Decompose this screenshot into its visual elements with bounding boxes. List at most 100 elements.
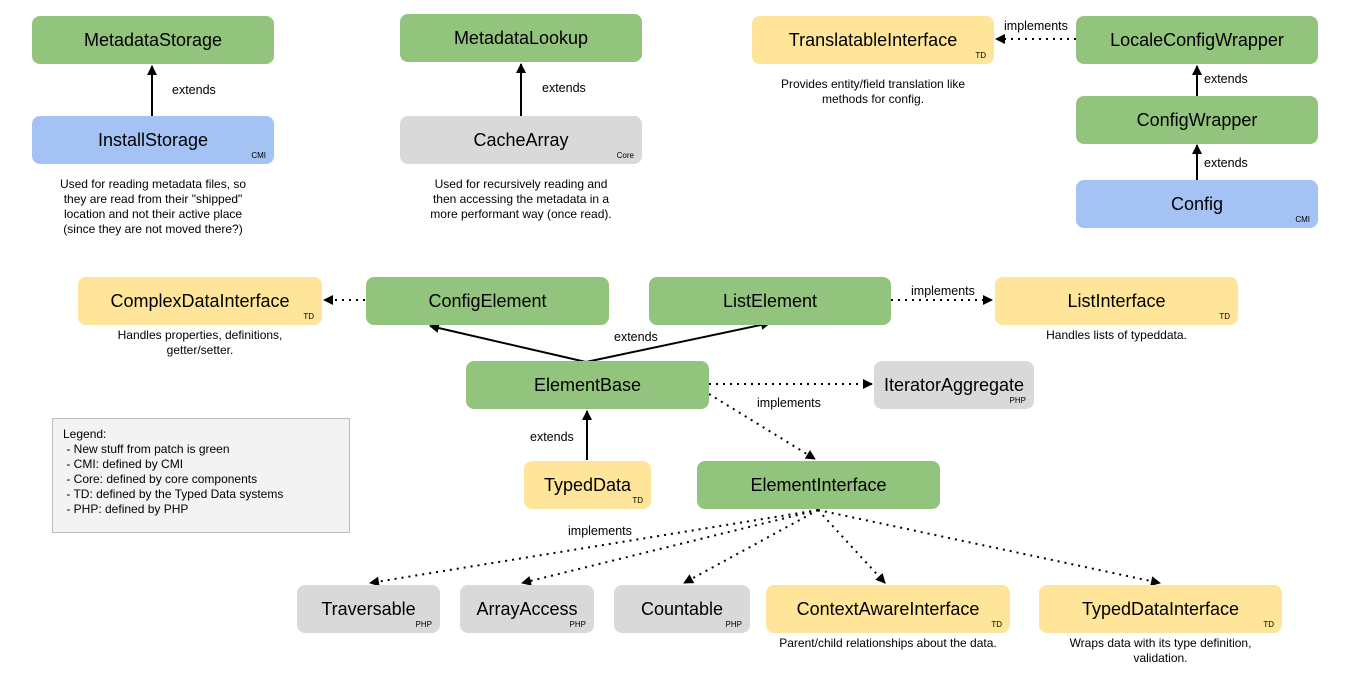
node-tag: PHP	[569, 620, 586, 629]
node-label: Traversable	[321, 598, 416, 619]
node-label: ElementBase	[533, 374, 642, 395]
node-tag: PHP	[415, 620, 432, 629]
node-label: ContextAwareInterface	[796, 598, 980, 619]
node-locale-config-wrapper: LocaleConfigWrapper	[1076, 16, 1318, 64]
node-typed-data-interface: TypedDataInterface TD	[1039, 585, 1282, 633]
description-install-storage: Used for reading metadata files, so they…	[20, 177, 286, 237]
node-tag: CMI	[251, 151, 266, 160]
node-metadata-lookup: MetadataLookup	[400, 14, 642, 62]
edge-label-extends: extends	[1204, 156, 1248, 170]
description-list-interface: Handles lists of typeddata.	[995, 328, 1238, 343]
legend-item: - Core: defined by core components	[63, 472, 258, 486]
node-translatable-interface: TranslatableInterface TD	[752, 16, 994, 64]
description-translatable-interface: Provides entity/field translation like m…	[740, 77, 1006, 107]
node-complex-data-interface: ComplexDataInterface TD	[78, 277, 322, 325]
edge-label-implements: implements	[1004, 19, 1068, 33]
node-iterator-aggregate: IteratorAggregate PHP	[874, 361, 1034, 409]
edge-label-extends: extends	[1204, 72, 1248, 86]
edge-elementinterface-implements-arrayaccess	[521, 509, 819, 586]
legend-item: - CMI: defined by CMI	[63, 457, 184, 471]
edge-elementbase-extends-configelement	[429, 323, 587, 363]
node-label: ComplexDataInterface	[110, 290, 290, 311]
node-metadata-storage: MetadataStorage	[32, 16, 274, 64]
node-label: Config	[1170, 193, 1224, 214]
edge-label-implements: implements	[568, 524, 632, 538]
description-line: they are read from their "shipped"	[63, 192, 243, 206]
description-line: getter/setter.	[166, 343, 234, 357]
node-label: ElementInterface	[750, 474, 887, 495]
node-label: ListInterface	[1067, 290, 1166, 311]
legend-item: - PHP: defined by PHP	[63, 502, 189, 516]
node-label: ListElement	[722, 290, 818, 311]
node-list-element: ListElement	[649, 277, 891, 325]
description-line: Provides entity/field translation like	[780, 77, 966, 91]
legend-box: Legend: - New stuff from patch is green …	[52, 418, 350, 533]
node-tag: TD	[632, 496, 643, 505]
description-line: Used for reading metadata files, so	[59, 177, 247, 191]
node-traversable: Traversable PHP	[297, 585, 440, 633]
description-line: (since they are not moved there?)	[63, 222, 243, 236]
node-label: ConfigWrapper	[1136, 109, 1258, 130]
description-line: more performant way (once read).	[430, 207, 612, 221]
node-tag: PHP	[1009, 396, 1026, 405]
node-label: ArrayAccess	[476, 598, 578, 619]
node-label: TranslatableInterface	[788, 29, 958, 50]
description-line: then accessing the metadata in a	[432, 192, 610, 206]
description-line: Used for recursively reading and	[434, 177, 608, 191]
node-config-element: ConfigElement	[366, 277, 609, 325]
description-line: methods for config.	[821, 92, 925, 106]
description-line: Wraps data with its type definition,	[1069, 636, 1252, 650]
node-label: TypedData	[543, 474, 632, 495]
node-label: LocaleConfigWrapper	[1110, 29, 1284, 50]
description-line: validation.	[1133, 651, 1188, 665]
legend-title: Legend:	[63, 427, 107, 441]
description-context-aware-interface: Parent/child relationships about the dat…	[756, 636, 1020, 651]
node-config: Config CMI	[1076, 180, 1318, 228]
edge-label-implements: implements	[911, 284, 975, 298]
node-tag: PHP	[725, 620, 742, 629]
legend-item: - New stuff from patch is green	[63, 442, 230, 456]
node-array-access: ArrayAccess PHP	[460, 585, 594, 633]
edge-elementinterface-implements-typeddatainterface	[817, 509, 1161, 587]
edge-elementbase-extends-listelement	[585, 319, 771, 363]
node-tag: TD	[1219, 312, 1230, 321]
node-tag: CMI	[1295, 215, 1310, 224]
node-element-interface: ElementInterface	[697, 461, 940, 509]
description-line: Handles properties, definitions,	[117, 328, 283, 342]
node-label: InstallStorage	[97, 129, 209, 150]
edge-label-extends: extends	[172, 83, 216, 97]
description-line: Parent/child relationships about the dat…	[779, 636, 997, 650]
edge-elementinterface-implements-countable	[683, 509, 819, 584]
node-label: MetadataLookup	[453, 27, 589, 48]
legend-item: - TD: defined by the Typed Data systems	[63, 487, 284, 501]
node-tag: TD	[975, 51, 986, 60]
node-tag: TD	[991, 620, 1002, 629]
node-label: Countable	[640, 598, 724, 619]
node-label: ConfigElement	[428, 290, 547, 311]
node-label: IteratorAggregate	[883, 374, 1025, 395]
node-context-aware-interface: ContextAwareInterface TD	[766, 585, 1010, 633]
node-label: MetadataStorage	[83, 29, 223, 50]
description-line: location and not their active place	[63, 207, 243, 221]
edge-label-extends: extends	[614, 330, 658, 344]
description-cache-array: Used for recursively reading and then ac…	[400, 177, 642, 222]
edge-label-implements: implements	[757, 396, 821, 410]
node-element-base: ElementBase	[466, 361, 709, 409]
node-config-wrapper: ConfigWrapper	[1076, 96, 1318, 144]
description-line: Handles lists of typeddata.	[1046, 328, 1187, 342]
node-label: CacheArray	[473, 129, 569, 150]
edge-elementinterface-implements-traversable	[369, 509, 819, 587]
node-list-interface: ListInterface TD	[995, 277, 1238, 325]
edge-elementinterface-implements-contextaware	[817, 509, 886, 584]
node-label: TypedDataInterface	[1081, 598, 1240, 619]
edge-label-extends: extends	[530, 430, 574, 444]
description-typed-data-interface: Wraps data with its type definition, val…	[1029, 636, 1292, 666]
node-install-storage: InstallStorage CMI	[32, 116, 274, 164]
description-complex-data-interface: Handles properties, definitions, getter/…	[66, 328, 334, 358]
node-tag: TD	[1263, 620, 1274, 629]
node-typed-data: TypedData TD	[524, 461, 651, 509]
node-tag: TD	[303, 312, 314, 321]
node-tag: Core	[616, 151, 634, 160]
